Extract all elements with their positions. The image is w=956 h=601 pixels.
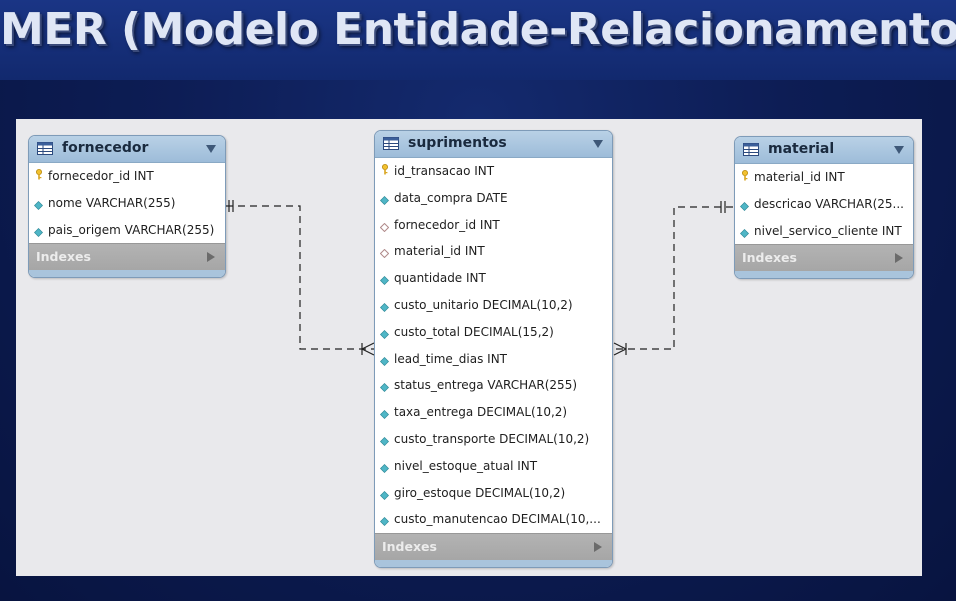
table-icon [383, 137, 399, 150]
expand-arrow-icon[interactable] [895, 253, 903, 264]
column-diamond-icon [380, 274, 389, 288]
column-label: custo_unitario DECIMAL(10,2) [394, 297, 573, 312]
column-row[interactable]: fornecedor_id INT [375, 212, 612, 239]
entity-name: fornecedor [62, 140, 149, 156]
collapse-arrow-icon[interactable] [894, 146, 904, 154]
column-row[interactable]: id_transacao INT [375, 158, 612, 185]
column-label: custo_total DECIMAL(15,2) [394, 324, 554, 339]
column-label: nivel_estoque_atual INT [394, 458, 538, 473]
column-row[interactable]: data_compra DATE [375, 185, 612, 212]
column-diamond-icon [34, 199, 43, 213]
entity-footer [29, 270, 225, 278]
foreign-key-diamond-icon [379, 221, 390, 235]
column-row[interactable]: taxa_entrega DECIMAL(10,2) [375, 399, 612, 426]
column-label: fornecedor_id INT [394, 217, 500, 232]
entity-header[interactable]: material [735, 137, 913, 164]
column-row[interactable]: material_id INT [735, 164, 913, 191]
column-label: lead_time_dias INT [394, 351, 508, 366]
collapse-arrow-icon[interactable] [593, 140, 603, 148]
er-diagram-canvas: fornecedor fornecedor_id INT nome VARCHAR… [16, 119, 922, 576]
column-label: nivel_servico_cliente INT [754, 223, 902, 238]
column-label: material_id INT [394, 244, 485, 259]
entity-name: material [768, 141, 835, 157]
column-diamond-icon [34, 226, 43, 240]
column-label: quantidade INT [394, 271, 486, 286]
column-row[interactable]: quantidade INT [375, 265, 612, 292]
column-diamond-icon [380, 355, 389, 369]
column-diamond-icon [740, 200, 749, 214]
indexes-label: Indexes [36, 249, 91, 265]
title-band [0, 0, 956, 80]
column-label: status_entrega VARCHAR(255) [394, 378, 578, 393]
column-diamond-icon [380, 408, 389, 422]
primary-key-icon [35, 169, 43, 183]
indexes-section[interactable]: Indexes [29, 243, 225, 271]
column-row[interactable]: status_entrega VARCHAR(255) [375, 372, 612, 399]
column-list: id_transacao INT data_compra DATE forneced… [375, 158, 612, 533]
indexes-section[interactable]: Indexes [375, 533, 612, 561]
entity-footer [735, 271, 913, 279]
column-diamond-icon [380, 328, 389, 342]
column-label: descricao VARCHAR(25... [754, 196, 904, 211]
column-diamond-icon [380, 462, 389, 476]
relationship-lines [226, 200, 733, 356]
column-list: fornecedor_id INT nome VARCHAR(255) pais_o… [29, 163, 225, 243]
entity-header[interactable]: fornecedor [29, 136, 225, 163]
column-row[interactable]: custo_transporte DECIMAL(10,2) [375, 426, 612, 453]
column-row[interactable]: custo_total DECIMAL(15,2) [375, 319, 612, 346]
column-diamond-icon [380, 489, 389, 503]
column-row[interactable]: nivel_estoque_atual INT [375, 453, 612, 480]
column-diamond-icon [740, 227, 749, 241]
column-label: custo_transporte DECIMAL(10,2) [394, 431, 590, 446]
column-diamond-icon [380, 301, 389, 315]
column-label: id_transacao INT [394, 164, 495, 178]
indexes-label: Indexes [742, 250, 797, 266]
foreign-key-diamond-icon [379, 247, 390, 261]
page-title: MER (Modelo Entidade-Relacionamento) [0, 4, 956, 55]
expand-arrow-icon[interactable] [207, 252, 215, 263]
column-row[interactable]: nivel_servico_cliente INT [735, 218, 913, 245]
indexes-label: Indexes [382, 539, 437, 555]
column-label: material_id INT [754, 170, 845, 184]
column-row[interactable]: fornecedor_id INT [29, 163, 225, 190]
entity-name: suprimentos [408, 135, 507, 151]
column-row[interactable]: pais_origem VARCHAR(255) [29, 217, 225, 244]
relationship-fornecedor-suprimentos [226, 200, 375, 356]
collapse-arrow-icon[interactable] [206, 145, 216, 153]
column-label: giro_estoque DECIMAL(10,2) [394, 485, 566, 500]
column-label: pais_origem VARCHAR(255) [48, 222, 215, 237]
column-diamond-icon [380, 381, 389, 395]
column-row[interactable]: custo_unitario DECIMAL(10,2) [375, 292, 612, 319]
column-label: data_compra DATE [394, 190, 508, 205]
column-row[interactable]: lead_time_dias INT [375, 346, 612, 373]
entity-material[interactable]: material material_id INT descricao VARCHA… [734, 136, 914, 280]
column-list: material_id INT descricao VARCHAR(25... ni… [735, 164, 913, 244]
column-diamond-icon [380, 435, 389, 449]
column-label: taxa_entrega DECIMAL(10,2) [394, 405, 568, 420]
entity-footer [375, 560, 612, 568]
column-label: custo_manutencao DECIMAL(10,... [394, 512, 601, 527]
table-icon [37, 142, 53, 155]
column-row[interactable]: custo_manutencao DECIMAL(10,... [375, 506, 612, 533]
column-row[interactable]: nome VARCHAR(255) [29, 190, 225, 217]
column-row[interactable]: descricao VARCHAR(25... [735, 191, 913, 218]
column-label: nome VARCHAR(255) [48, 195, 176, 210]
column-row[interactable]: giro_estoque DECIMAL(10,2) [375, 480, 612, 507]
column-diamond-icon [380, 515, 389, 529]
primary-key-icon [741, 170, 749, 184]
primary-key-icon [381, 164, 389, 178]
column-diamond-icon [380, 194, 389, 208]
entity-suprimentos[interactable]: suprimentos id_transacao INT data_compra … [374, 130, 613, 569]
expand-arrow-icon[interactable] [594, 542, 602, 553]
entity-fornecedor[interactable]: fornecedor fornecedor_id INT nome VARCHAR… [28, 135, 226, 279]
relationship-material-suprimentos [613, 201, 733, 356]
entity-header[interactable]: suprimentos [375, 131, 612, 158]
column-label: fornecedor_id INT [48, 169, 154, 183]
column-row[interactable]: material_id INT [375, 238, 612, 265]
indexes-section[interactable]: Indexes [735, 244, 913, 272]
table-icon [743, 143, 759, 156]
